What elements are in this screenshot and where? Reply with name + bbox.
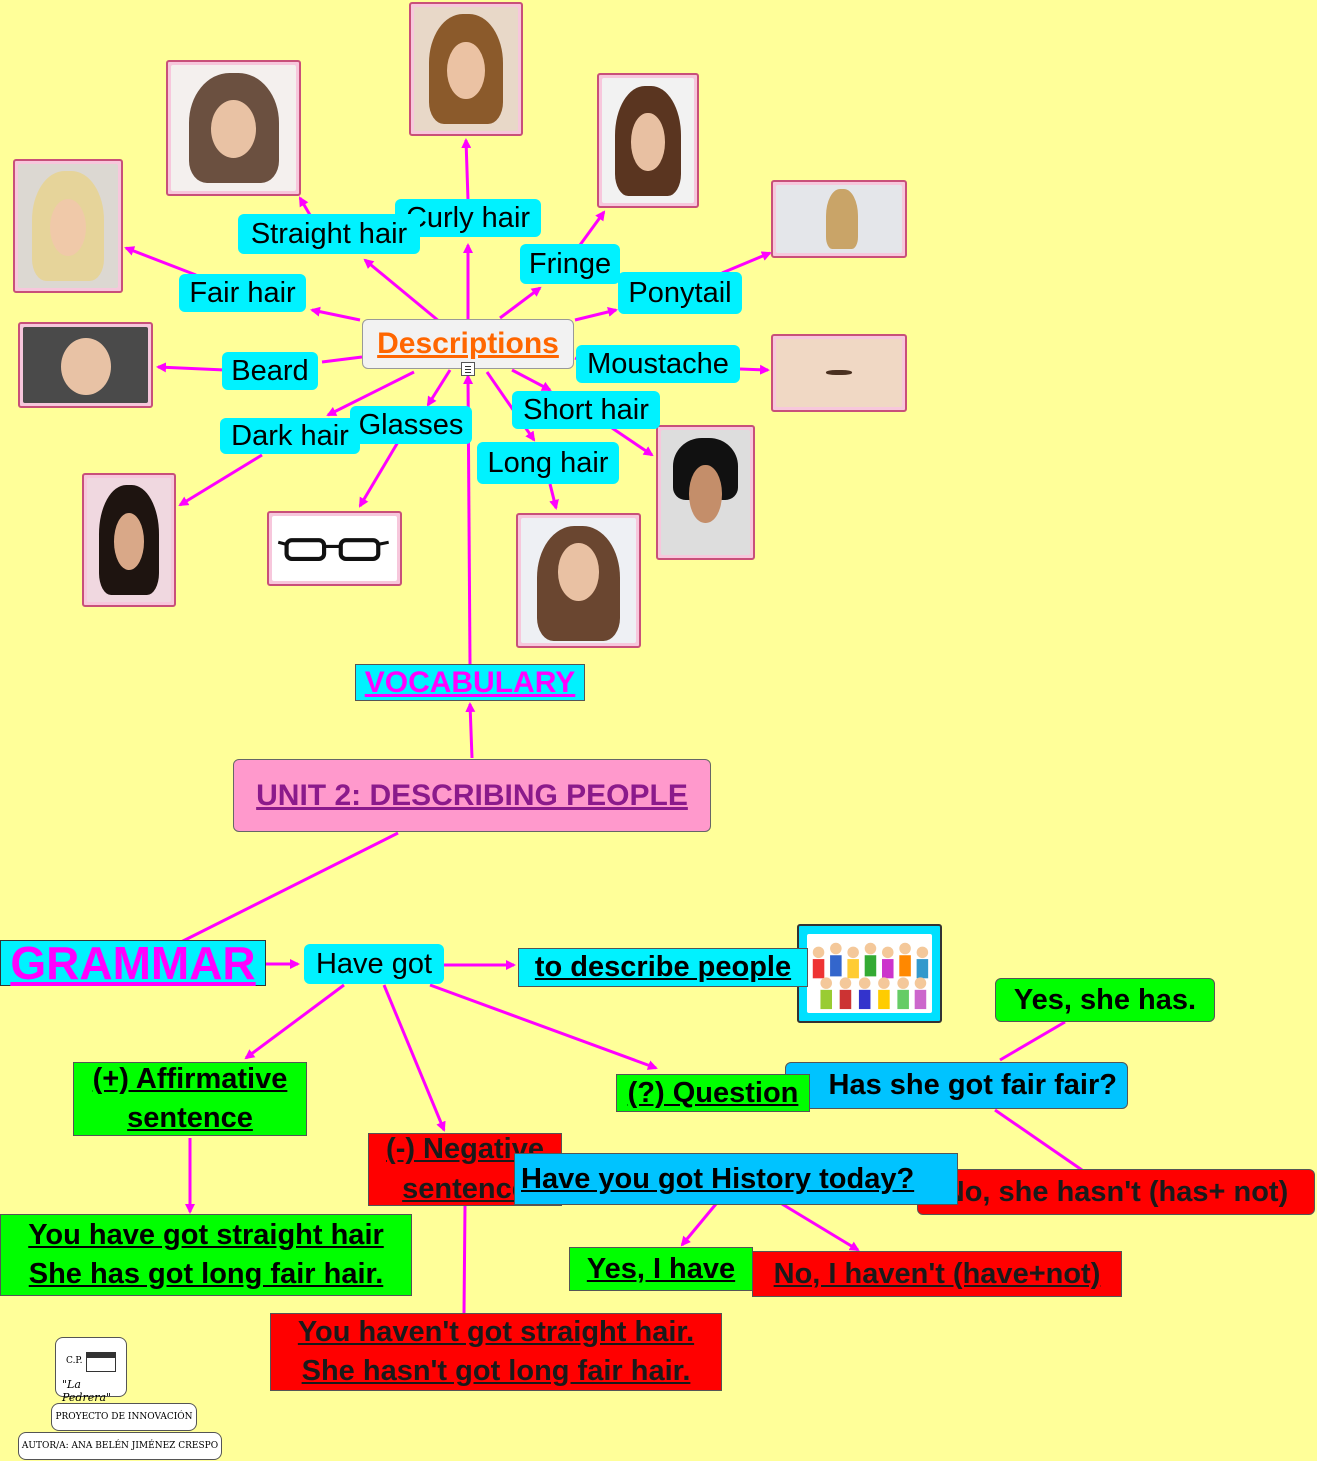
link-desc-shorthair — [511, 368, 552, 392]
link-q2-yes — [680, 1203, 718, 1247]
link-desc-glasses — [426, 369, 452, 407]
link-ponytail-photo — [721, 251, 772, 275]
curly-hair-photo — [409, 2, 523, 136]
node-q1-yes[interactable]: Yes, she has. — [995, 978, 1215, 1022]
node-short-hair[interactable]: Short hair — [512, 391, 660, 429]
dark-hair-photo — [82, 473, 176, 607]
affirmative-example-2: She has got long fair hair. — [28, 1258, 384, 1290]
negative-example-1: You haven't got straight hair. — [297, 1315, 695, 1348]
node-q2-no[interactable]: No, I haven't (have+not) — [752, 1251, 1122, 1297]
negative-example-2: She hasn't got long fair hair. — [301, 1355, 691, 1387]
node-q1-no[interactable]: No, she hasn't (has+ not) — [917, 1169, 1315, 1215]
link-desc-darkhair — [326, 370, 415, 417]
people-crowd-photo — [797, 924, 942, 1023]
node-q2-yes[interactable]: Yes, I have — [569, 1247, 753, 1291]
node-unit-title[interactable]: UNIT 2: DESCRIBING PEOPLE — [233, 759, 711, 832]
project-badge: PROYECTO DE INNOVACIÓN — [51, 1403, 197, 1431]
link-longhair-photo — [548, 483, 559, 510]
link-desc-straight — [363, 258, 441, 324]
affirmative-line1: (+) Affirmative — [92, 1062, 288, 1095]
note-icon[interactable] — [461, 362, 475, 376]
link-darkhair-photo — [178, 453, 263, 507]
link-q1-no — [994, 1108, 1083, 1172]
link-negative-example — [462, 1204, 467, 1315]
link-havegot-negative — [382, 984, 446, 1132]
node-have-got[interactable]: Have got — [304, 944, 444, 984]
link-fringe-photo — [578, 210, 606, 246]
link-shorthair-photo — [611, 426, 654, 457]
short-hair-photo — [656, 425, 755, 560]
link-desc-beard — [321, 355, 363, 364]
link-curly-photo — [461, 138, 472, 201]
building-icon — [86, 1352, 116, 1372]
link-glasses-photo — [358, 441, 400, 508]
beard-photo — [18, 322, 153, 408]
fringe-photo — [597, 73, 699, 208]
fair-hair-photo — [13, 159, 123, 293]
link-unit-grammar — [174, 831, 399, 947]
descriptions-label: Descriptions — [377, 327, 559, 360]
node-grammar[interactable]: GRAMMAR — [0, 940, 266, 986]
school-logo-line2: "La Pedrera" — [62, 1378, 112, 1404]
link-moustache-photo — [739, 364, 770, 375]
node-fringe[interactable]: Fringe — [520, 244, 620, 284]
glasses-icon — [277, 538, 389, 561]
ponytail-photo — [771, 180, 907, 258]
node-straight-hair[interactable]: Straight hair — [238, 214, 420, 254]
node-affirmative-examples[interactable]: You have got straight hair She has got l… — [0, 1214, 412, 1296]
link-straight-photo — [298, 196, 312, 216]
node-dark-hair[interactable]: Dark hair — [220, 418, 360, 454]
link-desc-fringe — [499, 286, 542, 320]
link-desc-ponytail — [574, 307, 618, 322]
moustache-photo — [771, 334, 907, 412]
link-q2-no — [781, 1202, 860, 1252]
link-unit-vocab — [465, 702, 476, 759]
link-q1-yes — [999, 1020, 1066, 1062]
school-logo-line1: C.P. — [66, 1356, 83, 1366]
negative-line2: sentence — [402, 1172, 528, 1205]
link-havegot-question — [429, 983, 658, 1070]
school-logo: C.P. "La Pedrera" — [55, 1337, 127, 1404]
link-havegot-affirmative — [244, 983, 345, 1060]
affirmative-line2: sentence — [127, 1102, 253, 1134]
author-badge: AUTOR/A: ANA BELÉN JIMÉNEZ CRESPO — [18, 1432, 222, 1460]
node-question[interactable]: (?) Question — [616, 1074, 810, 1112]
node-fair-hair[interactable]: Fair hair — [179, 274, 306, 312]
node-beard[interactable]: Beard — [222, 352, 318, 390]
node-long-hair[interactable]: Long hair — [477, 442, 619, 484]
node-vocabulary[interactable]: VOCABULARY — [355, 664, 585, 701]
link-fair-photo — [124, 246, 197, 277]
node-glasses[interactable]: Glasses — [350, 406, 472, 444]
long-hair-photo — [516, 513, 641, 648]
node-question-2[interactable]: Have you got History today? — [514, 1153, 958, 1205]
link-beard-photo — [156, 362, 226, 373]
node-ponytail[interactable]: Ponytail — [618, 272, 742, 314]
link-desc-fair — [310, 306, 361, 322]
straight-hair-photo — [166, 60, 301, 196]
node-question-1[interactable]: Has she got fair fair? — [785, 1062, 1128, 1109]
affirmative-example-1: You have got straight hair — [28, 1218, 384, 1251]
node-to-describe[interactable]: to describe people — [518, 948, 808, 987]
node-affirmative[interactable]: (+) Affirmative sentence — [73, 1062, 307, 1136]
crowd-icon — [812, 942, 929, 1010]
glasses-photo — [267, 511, 402, 586]
node-moustache[interactable]: Moustache — [576, 345, 740, 383]
node-negative-examples[interactable]: You haven't got straight hair. She hasn'… — [270, 1313, 722, 1391]
